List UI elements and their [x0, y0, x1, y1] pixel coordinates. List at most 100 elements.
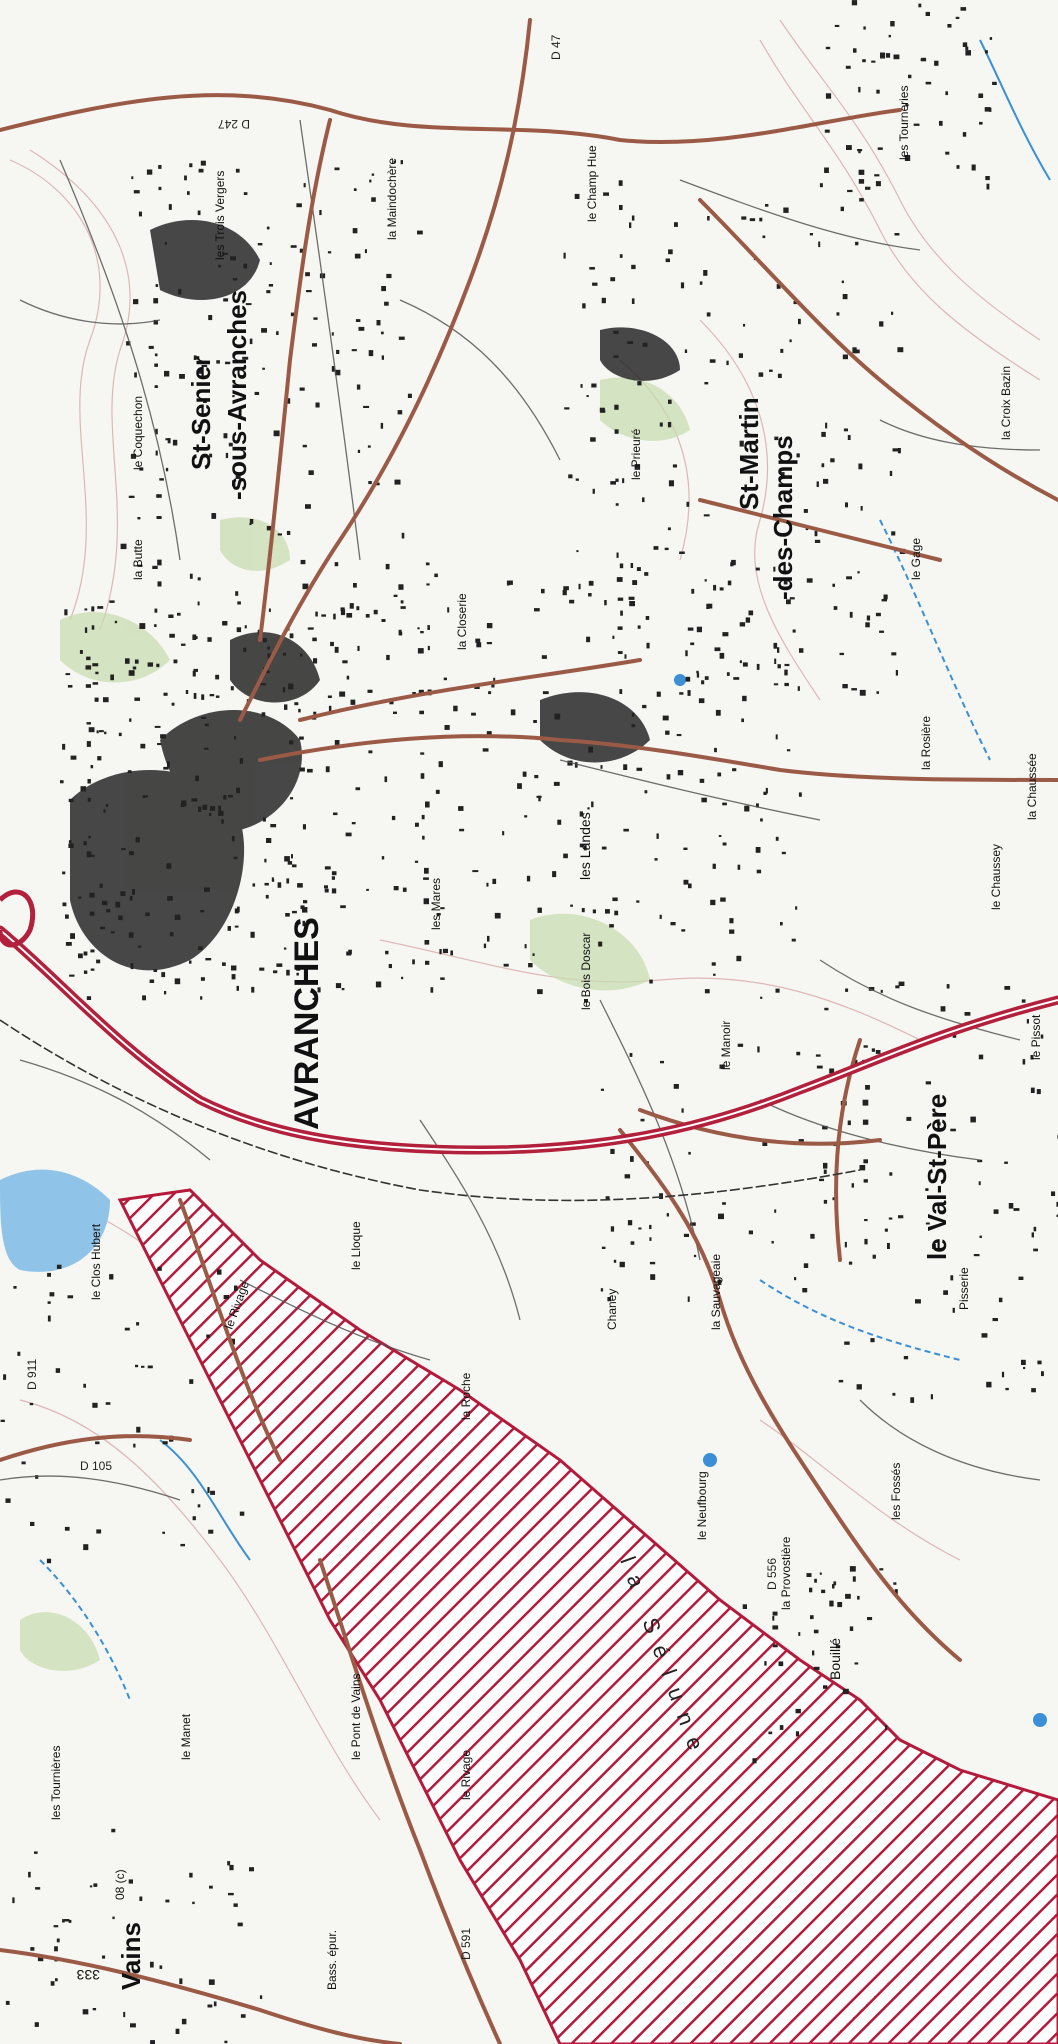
- building-dot: [665, 730, 670, 735]
- building-dot: [78, 896, 82, 899]
- building-dot: [302, 907, 308, 913]
- building-dot: [60, 780, 64, 784]
- building-dot: [821, 1589, 826, 1594]
- building-dot: [373, 609, 378, 615]
- building-dot: [140, 743, 146, 749]
- building-dot: [303, 900, 308, 904]
- building-dot: [952, 1034, 957, 1038]
- building-dot: [842, 684, 848, 689]
- building-dot: [64, 1526, 70, 1531]
- building-dot: [427, 645, 430, 651]
- building-dot: [726, 672, 730, 676]
- building-dot: [193, 668, 198, 672]
- building-dot: [574, 762, 578, 768]
- building-dot: [952, 1307, 955, 1313]
- building-dot: [331, 888, 337, 894]
- building-dot: [915, 1299, 921, 1304]
- building-dot: [333, 613, 336, 620]
- building-dot: [286, 969, 290, 976]
- building-dot: [1056, 1201, 1058, 1207]
- building-dot: [653, 546, 659, 550]
- building-dot: [610, 1148, 615, 1154]
- building-dot: [418, 689, 424, 694]
- building-dot: [741, 216, 747, 220]
- building-dot: [153, 319, 158, 325]
- building-dot: [656, 833, 659, 839]
- building-dot: [849, 1566, 856, 1572]
- building-dot: [1001, 1371, 1005, 1378]
- building-dot: [133, 299, 139, 305]
- building-dot: [737, 864, 741, 870]
- building-dot: [863, 1045, 868, 1048]
- building-dot: [86, 741, 91, 747]
- building-dot: [472, 870, 479, 873]
- building-dot: [503, 963, 509, 967]
- building-dot: [816, 1065, 823, 1069]
- building-dot: [88, 854, 95, 857]
- building-dot: [414, 860, 419, 863]
- building-dot: [722, 1202, 726, 1205]
- building-dot: [82, 2009, 89, 2015]
- building-dot: [744, 805, 750, 812]
- building-dot: [179, 374, 185, 379]
- building-dot: [115, 901, 121, 908]
- building-dot: [181, 2018, 187, 2025]
- building-dot: [425, 801, 430, 808]
- building-dot: [331, 876, 335, 880]
- building-dot: [568, 474, 573, 479]
- building-dot: [688, 1151, 691, 1155]
- building-dot: [154, 363, 158, 367]
- building-dot: [557, 819, 562, 825]
- building-dot: [890, 21, 895, 27]
- building-dot: [400, 600, 404, 604]
- building-dot: [136, 1426, 141, 1433]
- building-dot: [681, 929, 686, 932]
- building-dot: [268, 608, 271, 612]
- building-dot: [400, 606, 406, 609]
- building-dot: [930, 1394, 933, 1400]
- building-dot: [970, 1116, 976, 1123]
- building-dot: [285, 913, 290, 917]
- building-dot: [699, 281, 703, 285]
- building-dot: [591, 801, 594, 808]
- building-dot: [843, 428, 848, 432]
- building-dot: [936, 1122, 941, 1126]
- building-dot: [85, 665, 92, 670]
- label-les-landes: les Landes: [577, 812, 593, 880]
- building-dot: [848, 1261, 853, 1265]
- building-dot: [331, 871, 337, 876]
- building-dot: [870, 1338, 875, 1343]
- building-dot: [707, 216, 710, 221]
- building-dot: [273, 970, 278, 974]
- building-dot: [181, 643, 186, 646]
- building-dot: [89, 1885, 93, 1888]
- building-dot: [925, 81, 932, 85]
- building-dot: [773, 566, 776, 572]
- building-dot: [506, 580, 510, 586]
- building-dot: [56, 1938, 60, 1943]
- building-dot: [427, 625, 430, 630]
- building-dot: [699, 778, 705, 783]
- building-dot: [904, 155, 911, 161]
- building-dot: [290, 245, 297, 248]
- label-le-prieure: le Prieuré: [629, 428, 643, 480]
- building-dot: [687, 1296, 690, 1302]
- building-dot: [103, 697, 109, 703]
- building-dot: [187, 191, 190, 195]
- building-dot: [765, 204, 769, 207]
- building-dot: [538, 795, 541, 802]
- building-dot: [225, 361, 231, 365]
- building-dot: [100, 926, 105, 930]
- building-dot: [430, 987, 434, 993]
- label-st-martin: St-Martin: [734, 397, 764, 510]
- building-dot: [65, 673, 71, 676]
- building-dot: [249, 523, 252, 526]
- building-dot: [368, 350, 374, 357]
- building-dot: [302, 824, 306, 830]
- building-dot: [227, 1861, 231, 1866]
- building-dot: [421, 814, 425, 820]
- building-dot: [13, 1286, 17, 1289]
- building-dot: [884, 1228, 888, 1232]
- building-dot: [64, 1919, 70, 1922]
- building-dot: [222, 962, 226, 966]
